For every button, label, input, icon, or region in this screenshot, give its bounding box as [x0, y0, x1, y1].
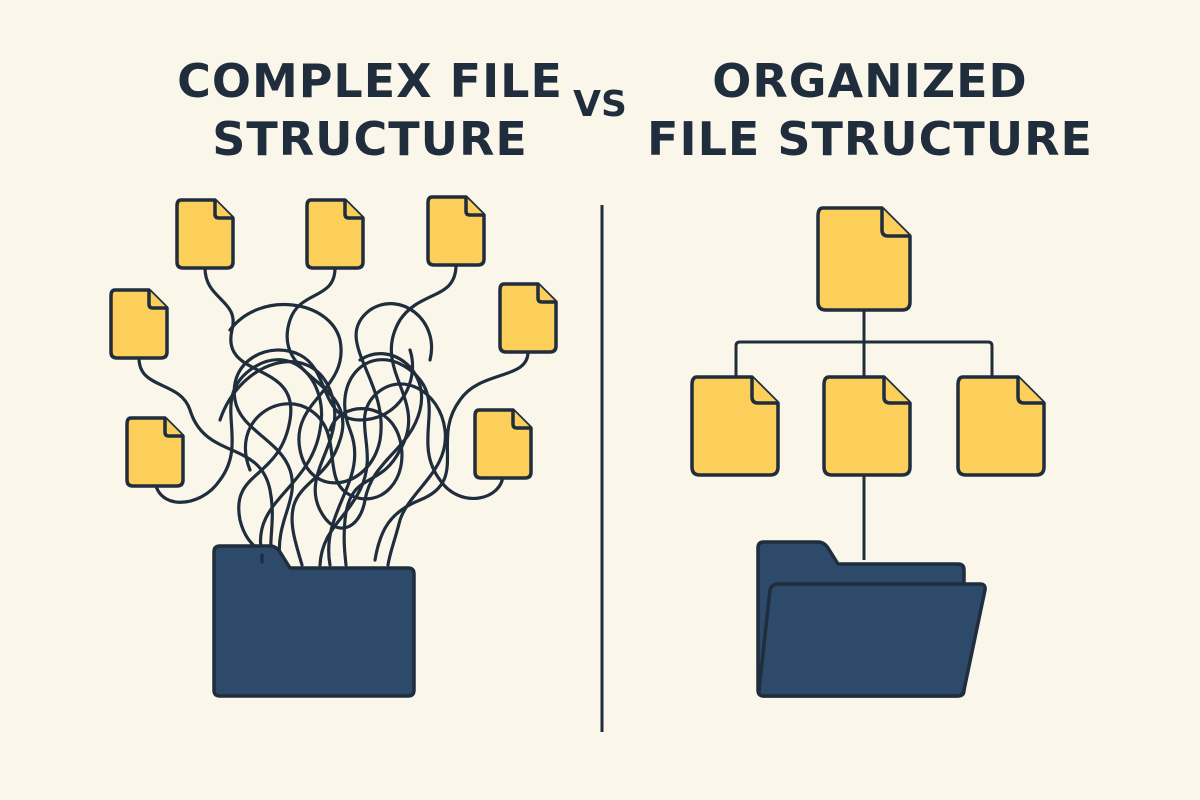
vs-label: VS	[573, 84, 627, 125]
child-document-1	[690, 375, 780, 477]
left-title-line-2: STRUCTURE	[212, 112, 528, 166]
left-title: COMPLEX FILE STRUCTURE	[140, 52, 600, 168]
left-title-line-1: COMPLEX FILE	[177, 54, 563, 108]
right-title-line-1: ORGANIZED	[712, 54, 1028, 108]
child-document-3	[956, 375, 1046, 477]
right-title-line-2: FILE STRUCTURE	[647, 112, 1093, 166]
tangled-document-3	[426, 195, 486, 267]
tangled-document-4	[498, 282, 558, 354]
open-folder-icon	[756, 540, 987, 698]
tangled-document-1	[175, 198, 235, 270]
tangled-document-6	[125, 416, 185, 488]
tree-connectors	[734, 310, 994, 560]
tangled-wires	[137, 263, 530, 567]
tangled-document-5	[109, 288, 169, 360]
messy-folder-icon	[212, 544, 416, 698]
child-document-2	[822, 375, 912, 477]
tangled-document-2	[305, 198, 365, 270]
right-title: ORGANIZED FILE STRUCTURE	[640, 52, 1100, 168]
tangled-document-7	[473, 408, 533, 480]
root-document	[816, 206, 912, 312]
